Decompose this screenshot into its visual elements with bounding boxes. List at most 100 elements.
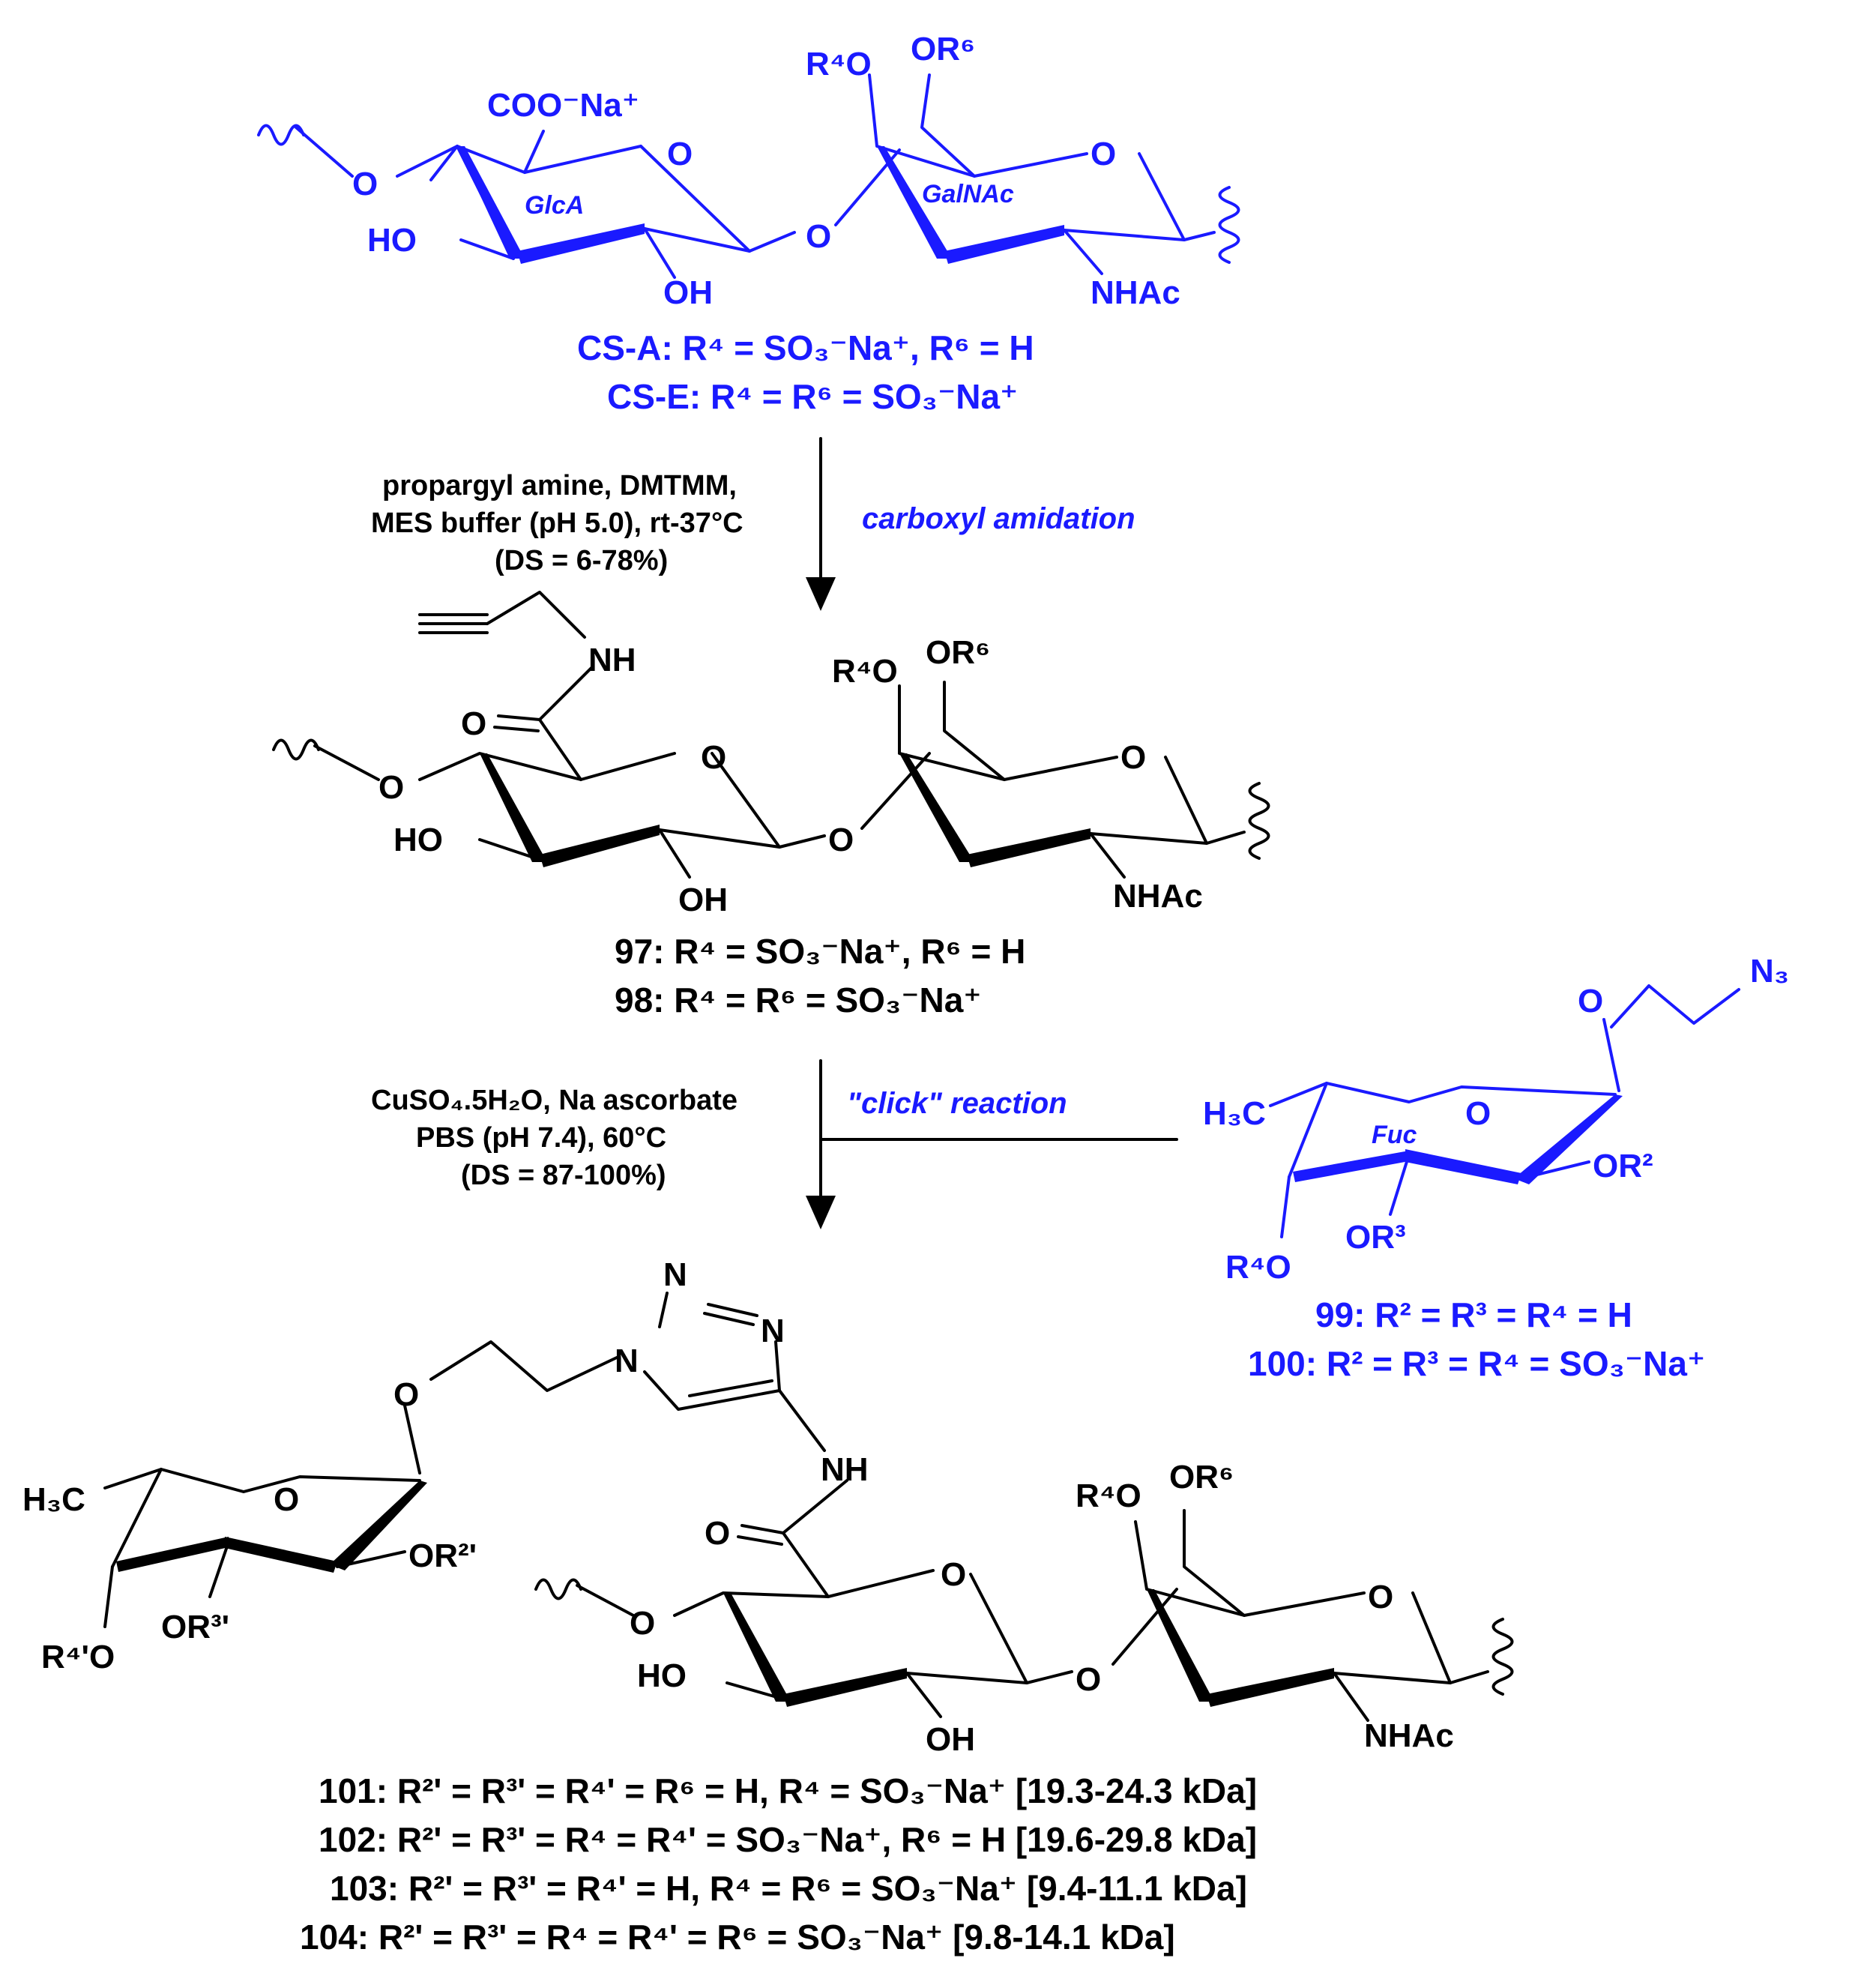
bond xyxy=(658,828,691,879)
wedge xyxy=(1207,1668,1334,1707)
bond xyxy=(1449,1670,1489,1684)
nhac-label: NHAc xyxy=(1113,878,1203,915)
step2-condition-1: CuSO₄.5H₂O, Na ascorbate xyxy=(371,1085,738,1116)
ring-top xyxy=(1134,1520,1366,1617)
hydroxyl-label: HO xyxy=(393,822,443,858)
carboxylate-label: COO⁻Na⁺ xyxy=(487,87,639,124)
bond xyxy=(459,238,515,260)
bond xyxy=(658,1292,669,1328)
bond xyxy=(111,1468,163,1568)
bond xyxy=(523,130,545,174)
compound-101-caption: 101: R²' = R³' = R⁴' = R⁶ = H, R⁴ = SO₃⁻… xyxy=(319,1771,1257,1810)
bond xyxy=(336,1550,406,1568)
ring-oxygen: O xyxy=(941,1556,966,1593)
bond xyxy=(778,1389,826,1452)
cs-e-caption: CS-E: R⁴ = R⁶ = SO₃⁻Na⁺ xyxy=(607,377,1018,416)
wedge xyxy=(1147,1589,1214,1702)
nhac-label: NHAc xyxy=(1091,274,1180,311)
r4o-label: R⁴O xyxy=(832,653,898,690)
propargyl-amide-disaccharide: NH O O O HO OH O R⁴O OR⁶ O NHAc 97: R⁴ =… xyxy=(272,591,1270,1019)
amide-nh-label: NH xyxy=(821,1451,869,1488)
wedge xyxy=(457,146,525,259)
step1-condition-3: (DS = 6-78%) xyxy=(495,545,668,576)
bond xyxy=(860,752,931,830)
wedge xyxy=(540,825,660,867)
or6-label: OR⁶ xyxy=(926,634,990,671)
bond xyxy=(943,681,1006,781)
wedge xyxy=(480,753,547,862)
glycosidic-oxygen: O xyxy=(1076,1661,1101,1698)
glycosidic-oxygen: O xyxy=(352,166,378,202)
wedge xyxy=(723,1593,791,1702)
bond xyxy=(643,227,751,253)
or6-label: OR⁶ xyxy=(1169,1459,1234,1495)
bond xyxy=(1205,831,1246,845)
anomeric-oxygen: O xyxy=(1578,983,1603,1019)
bond xyxy=(1520,1160,1590,1180)
bond xyxy=(295,126,354,178)
bond xyxy=(1333,1672,1369,1722)
bond xyxy=(1089,756,1208,845)
wedge xyxy=(1405,1149,1521,1184)
bond xyxy=(576,1584,635,1617)
ring-top xyxy=(898,684,1118,781)
fucose-ring-top xyxy=(103,1468,421,1493)
ring-oxygen: O xyxy=(1091,136,1116,172)
hydroxyl-label: HO xyxy=(637,1657,687,1694)
glca-ring-top xyxy=(396,145,642,178)
alkyne-bond xyxy=(418,613,489,634)
bond xyxy=(538,718,582,781)
bond xyxy=(478,838,537,860)
nhac-label: NHAc xyxy=(1364,1717,1454,1754)
step1-condition-1: propargyl amine, DMTMM, xyxy=(382,470,737,501)
bond xyxy=(1389,1153,1411,1216)
compound-97-caption: 97: R⁴ = SO₃⁻Na⁺, R⁶ = H xyxy=(615,932,1025,971)
ring-oxygen: O xyxy=(1120,739,1146,776)
or2p-label: OR²' xyxy=(408,1537,477,1574)
or2-label: OR² xyxy=(1593,1148,1653,1184)
wavy-bond xyxy=(1248,782,1270,860)
bond xyxy=(403,1404,421,1475)
wedge xyxy=(899,753,974,862)
bond xyxy=(486,591,586,639)
bond xyxy=(748,231,796,253)
bond xyxy=(726,1681,781,1699)
ethyl-linker xyxy=(429,1340,620,1392)
bond xyxy=(313,744,380,781)
arrow-head xyxy=(806,1196,836,1229)
r4o-label: R⁴O xyxy=(1225,1249,1291,1286)
cs-a-caption: CS-A: R⁴ = SO₃⁻Na⁺, R⁶ = H xyxy=(577,328,1034,367)
wedge xyxy=(1514,1094,1623,1184)
hydroxyl-label: HO xyxy=(367,222,417,259)
hydroxyl-label: OH xyxy=(663,274,713,311)
carbonyl-bond xyxy=(737,1524,785,1546)
bond xyxy=(1602,1018,1620,1092)
glycosidic-oxygen: O xyxy=(378,769,404,806)
bond xyxy=(782,1479,848,1534)
hydroxyl-label: OH xyxy=(926,1721,975,1758)
azide-label: N₃ xyxy=(1750,953,1789,990)
glca-ring-label: GlcA xyxy=(525,191,584,220)
wedge xyxy=(967,828,1091,867)
ring-oxygen: O xyxy=(701,739,726,776)
or3-label: OR³ xyxy=(1345,1219,1406,1256)
bond xyxy=(208,1540,230,1598)
triazole-ring xyxy=(643,1340,781,1411)
compound-104-caption: 104: R²' = R³' = R⁴ = R⁴' = R⁶ = SO₃⁻Na⁺… xyxy=(300,1918,1175,1957)
step2-condition-3: (DS = 87-100%) xyxy=(461,1160,666,1191)
bond xyxy=(103,1565,114,1628)
r4o-label: R⁴O xyxy=(1076,1478,1141,1514)
azidoethyl-chain xyxy=(1610,984,1740,1028)
step2-note: "click" reaction xyxy=(847,1087,1067,1120)
fucoside-azide: N₃ O O H₃C Fuc OR² OR³ R⁴O 99: R² = R³ =… xyxy=(1203,953,1789,1383)
step2-arrow: CuSO₄.5H₂O, Na ascorbate PBS (pH 7.4), 6… xyxy=(371,1059,1178,1229)
ring-oxygen: O xyxy=(667,136,693,172)
wedge xyxy=(944,225,1064,264)
wavy-bond xyxy=(1491,1618,1514,1696)
glycosidic-oxygen: O xyxy=(806,218,831,255)
bond xyxy=(639,145,751,253)
double-bond-inner xyxy=(688,1379,773,1397)
glycosidic-oxygen: O xyxy=(828,822,854,858)
bond xyxy=(1063,152,1186,241)
